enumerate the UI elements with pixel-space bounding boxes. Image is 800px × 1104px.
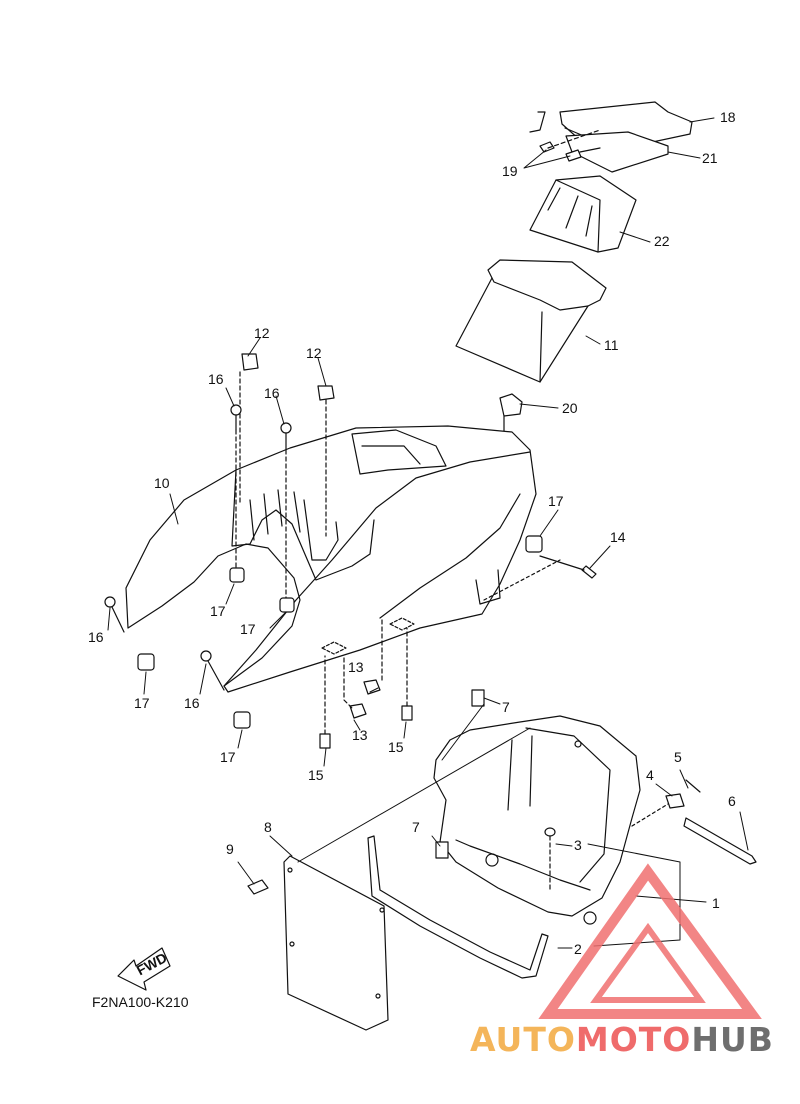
watermark-triangle-icon: [538, 863, 762, 1019]
callout-17: 17: [548, 493, 564, 509]
part-2-seal-strip: [367, 835, 549, 979]
callout-12: 12: [254, 325, 270, 341]
part-22-storage-box: [529, 175, 637, 253]
callout-3: 3: [574, 837, 582, 853]
watermark-moto: MOTO: [575, 1020, 692, 1059]
callout-5: 5: [674, 749, 682, 765]
callouts: 18 21 19 22 11 20 12 12 16 16 10 17 14 1…: [88, 109, 736, 957]
part-19-fasteners: [529, 111, 601, 162]
leader-lines: [107, 117, 749, 949]
callout-14: 14: [610, 529, 626, 545]
part-14-bolt: [539, 555, 597, 579]
callout-7: 7: [412, 819, 420, 835]
callout-17: 17: [210, 603, 226, 619]
callout-16: 16: [264, 385, 280, 401]
callout-11: 11: [604, 337, 619, 353]
part-11-storage-bin: [455, 259, 607, 383]
part-8-mud-flap: [283, 855, 389, 1031]
callout-15: 15: [388, 739, 404, 755]
part-15-bolts: [319, 627, 413, 749]
callout-16: 16: [208, 371, 224, 387]
callout-16: 16: [184, 695, 200, 711]
callout-7: 7: [502, 699, 510, 715]
part-3-collar: [544, 827, 556, 893]
callout-21: 21: [702, 150, 718, 166]
part-9-screw: [247, 879, 269, 895]
callout-10: 10: [154, 475, 170, 491]
part-12-clips: [239, 353, 335, 537]
callout-13: 13: [348, 659, 364, 675]
callout-22: 22: [654, 233, 670, 249]
callout-4: 4: [646, 767, 654, 783]
part-16-screws: [104, 404, 292, 691]
callout-20: 20: [562, 400, 578, 416]
watermark-logo: AUTOMOTOHUB: [470, 1020, 774, 1059]
callout-13: 13: [352, 727, 368, 743]
part-20-clip: [499, 393, 523, 437]
callout-9: 9: [226, 841, 234, 857]
callout-19: 19: [502, 163, 518, 179]
callout-12: 12: [306, 345, 322, 361]
callout-2: 2: [574, 941, 582, 957]
callout-8: 8: [264, 819, 272, 835]
part-4-5-6-light-assembly: [631, 779, 757, 865]
part-1-inner-fender: [433, 715, 641, 925]
part-13-nuts: [321, 617, 415, 719]
diagram-code: F2NA100-K210: [92, 994, 189, 1010]
callout-18: 18: [720, 109, 736, 125]
callout-15: 15: [308, 767, 324, 783]
part-7-bolts: [435, 689, 485, 859]
callout-17: 17: [134, 695, 150, 711]
callout-6: 6: [728, 793, 736, 809]
part-10-rear-fender: [125, 425, 561, 693]
watermark-hub: HUB: [691, 1020, 774, 1059]
part-17-grommets: [137, 535, 543, 729]
fwd-arrow-icon: [117, 947, 171, 991]
callout-17: 17: [220, 749, 236, 765]
callout-17: 17: [240, 621, 256, 637]
callout-1: 1: [712, 895, 720, 911]
watermark-auto: AUTO: [470, 1020, 576, 1059]
callout-16: 16: [88, 629, 104, 645]
